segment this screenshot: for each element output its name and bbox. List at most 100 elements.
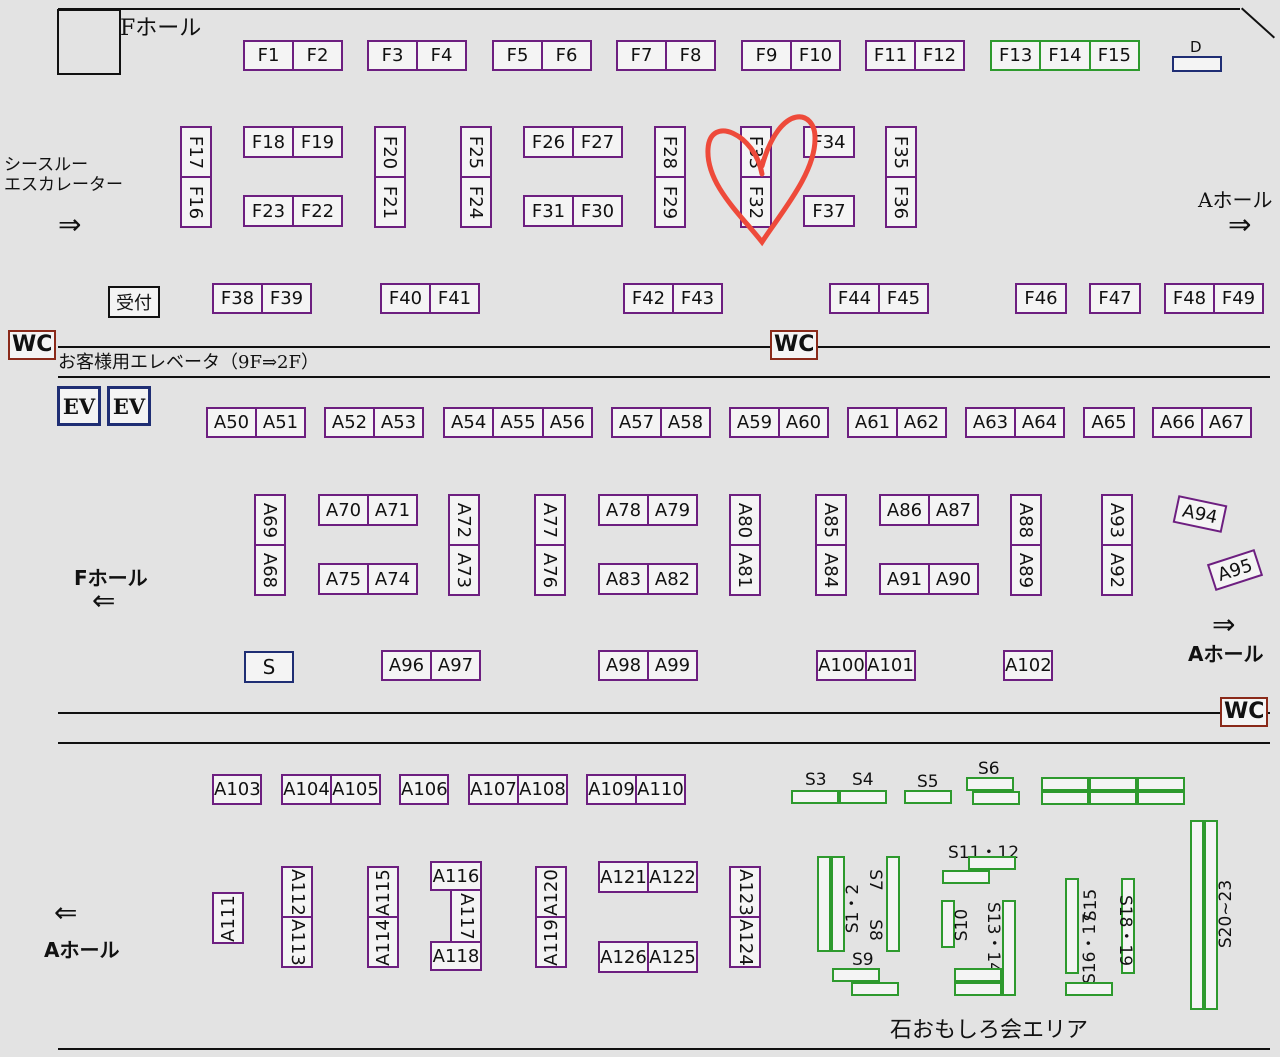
booth-a73[interactable]: A73 [453, 552, 475, 588]
booth-f15[interactable]: F15 [1097, 45, 1131, 66]
booth-a116-cell[interactable]: A116 [432, 865, 480, 887]
booth-a56[interactable]: A56 [549, 412, 585, 433]
booth-s13-14-bar-1[interactable] [1002, 900, 1016, 996]
booth-f4[interactable]: F4 [430, 45, 453, 66]
booth-a57[interactable]: A57 [613, 409, 662, 436]
booth-a122[interactable]: A122 [649, 866, 696, 888]
booth-a121[interactable]: A121 [600, 863, 649, 891]
booth-f31-f30[interactable]: F31 F30 [523, 195, 623, 227]
booth-a84[interactable]: A84 [820, 552, 842, 588]
booth-f49[interactable]: F49 [1221, 288, 1256, 309]
booth-a64[interactable]: A64 [1021, 412, 1058, 433]
booth-f1[interactable]: F1 [245, 42, 294, 69]
booth-f47[interactable]: F47 [1089, 283, 1141, 314]
booth-s15-bar[interactable] [1065, 982, 1113, 996]
booth-f47-cell[interactable]: F47 [1098, 288, 1132, 309]
booth-f27[interactable]: F27 [580, 131, 615, 153]
booth-a118-cell[interactable]: A118 [432, 945, 480, 967]
booth-a115[interactable]: A115 [369, 868, 397, 918]
booth-a117-cell[interactable]: A117 [455, 892, 477, 940]
booth-a95[interactable]: A95 [1206, 548, 1264, 592]
booth-a125[interactable]: A125 [649, 946, 696, 968]
booth-a50[interactable]: A50 [208, 409, 257, 436]
booth-s1-2-bar-2[interactable] [831, 856, 845, 952]
booth-a75[interactable]: A75 [320, 565, 369, 593]
booth-f16[interactable]: F16 [185, 185, 207, 219]
booth-a79[interactable]: A79 [654, 499, 691, 521]
booth-f12[interactable]: F12 [922, 45, 957, 66]
booth-s20-23-bar-1[interactable] [1190, 820, 1204, 1010]
booth-a97[interactable]: A97 [437, 655, 474, 676]
booth-s6-bar-1[interactable] [966, 777, 1014, 791]
booth-a69[interactable]: A69 [256, 496, 284, 546]
booth-a82[interactable]: A82 [654, 568, 691, 590]
booth-f22[interactable]: F22 [300, 200, 335, 222]
booth-f41[interactable]: F41 [437, 288, 472, 309]
booth-green-row-2[interactable] [1089, 777, 1137, 791]
booth-f21[interactable]: F21 [379, 185, 401, 219]
booth-f36[interactable]: F36 [890, 185, 912, 219]
booth-f24[interactable]: F24 [465, 185, 487, 219]
booth-a60[interactable]: A60 [785, 412, 822, 433]
booth-f18[interactable]: F18 [245, 128, 294, 156]
booth-a92[interactable]: A92 [1106, 552, 1128, 588]
booth-f28[interactable]: F28 [656, 128, 684, 178]
booth-s11-12-bar-1[interactable] [968, 856, 1016, 870]
booth-a111[interactable]: A111 [212, 892, 244, 944]
booth-a111-cell[interactable]: A111 [217, 894, 239, 942]
booth-s6-bar-2[interactable] [972, 791, 1020, 805]
booth-s16-17-bar[interactable] [1065, 878, 1079, 974]
booth-a59[interactable]: A59 [731, 409, 780, 436]
booth-a103-cell[interactable]: A103 [214, 779, 261, 800]
booth-a114[interactable]: A114 [372, 918, 394, 966]
booth-a88[interactable]: A88 [1012, 496, 1040, 546]
booth-a80[interactable]: A80 [731, 496, 759, 546]
booth-a106-cell[interactable]: A106 [401, 779, 448, 800]
booth-a67[interactable]: A67 [1208, 412, 1245, 433]
booth-f31[interactable]: F31 [525, 197, 574, 225]
booth-f37[interactable]: F37 [803, 195, 855, 227]
booth-a58[interactable]: A58 [667, 412, 704, 433]
booth-f39[interactable]: F39 [269, 288, 304, 309]
booth-f29[interactable]: F29 [659, 185, 681, 219]
booth-f45[interactable]: F45 [886, 288, 921, 309]
booth-f38-f39[interactable]: F38 F39 [212, 283, 312, 314]
booth-f19[interactable]: F19 [300, 131, 335, 153]
booth-a87[interactable]: A87 [935, 499, 972, 521]
booth-f30[interactable]: F30 [580, 200, 615, 222]
booth-s20-23-bar-2[interactable] [1204, 820, 1218, 1010]
booth-green-row-4[interactable] [1041, 791, 1089, 805]
booth-f38[interactable]: F38 [214, 285, 263, 312]
booth-green-row-3[interactable] [1137, 777, 1185, 791]
booth-a101[interactable]: A101 [867, 655, 914, 676]
booth-a65[interactable]: A65 [1083, 407, 1135, 438]
booth-f35[interactable]: F35 [887, 128, 915, 178]
booth-s5-bar[interactable] [904, 790, 952, 804]
booth-s3-bar[interactable] [791, 790, 839, 804]
booth-a90[interactable]: A90 [935, 568, 972, 590]
booth-f48[interactable]: F48 [1166, 285, 1215, 312]
